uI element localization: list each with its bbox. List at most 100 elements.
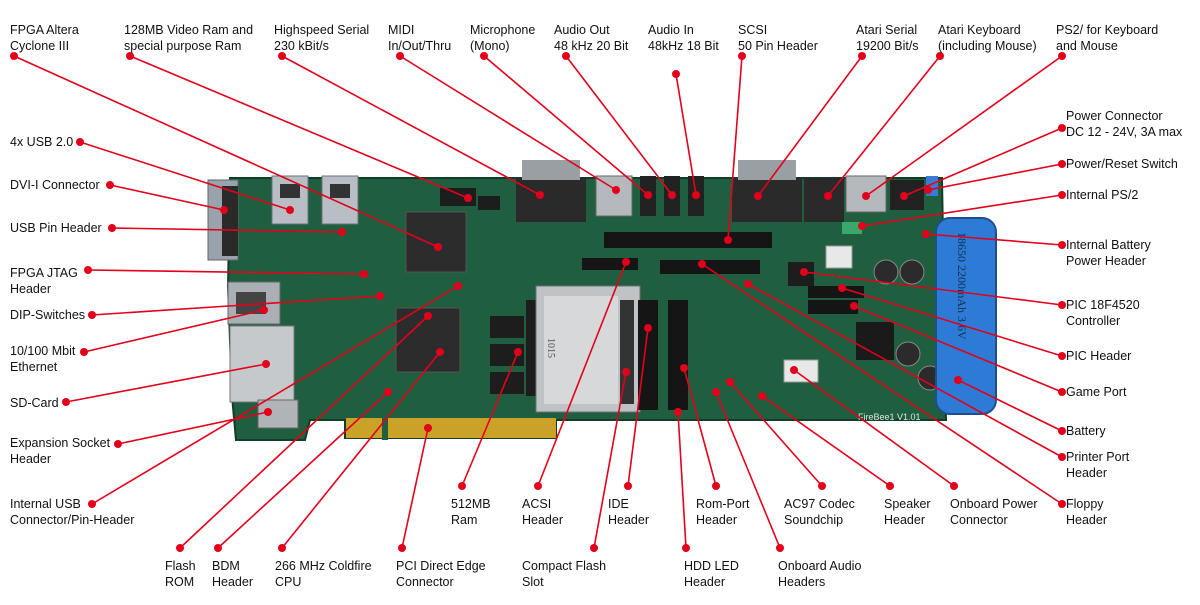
label-mic: Microphone (Mono)	[470, 23, 536, 53]
floppy-header	[808, 300, 858, 314]
leader-dot-int-usb-part	[454, 282, 462, 290]
leader-line-usb4	[79, 141, 291, 211]
leader-dot-battery-label	[1058, 427, 1066, 435]
label-onboard-audio: Onboard Audio Headers	[778, 559, 862, 589]
leader-dot-expansion-part	[264, 408, 272, 416]
leader-dot-fpga-part	[434, 243, 442, 251]
label-video-ram: 128MB Video Ram and special purpose Ram	[124, 23, 254, 53]
leader-dot-ide-part	[644, 324, 652, 332]
leader-dot-pic-header-part	[838, 284, 846, 292]
leader-line-battery	[957, 379, 1063, 432]
label-audio-in: Audio In 48kHz 18 Bit	[648, 23, 719, 53]
leader-dot-internal-ps2-label	[1058, 191, 1066, 199]
label-ps2: PS2/ for Keyboard and Mouse	[1056, 23, 1159, 53]
label-fpga: FPGA Altera Cyclone III	[10, 23, 79, 53]
leader-line-expansion	[117, 411, 269, 445]
leader-dot-ac97-part	[726, 378, 734, 386]
leader-dot-usb4-part	[286, 206, 294, 214]
leader-line-dvi	[109, 184, 225, 211]
leader-dot-bdm-label	[214, 544, 222, 552]
leader-line-bdm	[217, 391, 389, 549]
label-game-port: Game Port	[1066, 385, 1127, 399]
leader-dot-game-port-part	[850, 302, 858, 310]
leader-line-scsi	[727, 55, 743, 241]
label-bdm: BDM Header	[212, 559, 253, 589]
leader-dot-mic-part	[644, 191, 652, 199]
leader-dot-pci-label	[398, 544, 406, 552]
leader-dot-ethernet-part	[260, 306, 268, 314]
leader-dot-batt-header-part	[922, 230, 930, 238]
label-cpu: 266 MHz Coldfire CPU	[275, 559, 372, 589]
leader-dot-hs-serial-label	[278, 52, 286, 60]
leader-dot-midi-label	[396, 52, 404, 60]
label-scsi: SCSI 50 Pin Header	[738, 23, 818, 53]
leader-dot-scsi-part	[724, 236, 732, 244]
leader-dot-flash-part	[424, 312, 432, 320]
label-internal-ps2: Internal PS/2	[1066, 188, 1139, 202]
leader-dot-hdd-led-part	[674, 408, 682, 416]
label-pci: PCI Direct Edge Connector	[396, 559, 486, 589]
leader-line-atari-serial	[757, 55, 863, 197]
printer-header	[808, 286, 864, 298]
leader-line-power-conn	[903, 127, 1063, 197]
leader-line-hs-serial	[281, 55, 541, 196]
expansion-socket	[257, 399, 299, 429]
leader-dot-mic-label	[480, 52, 488, 60]
label-power-conn: Power Connector DC 12 - 24V, 3A max	[1066, 109, 1183, 139]
leader-dot-cpu-label	[278, 544, 286, 552]
atari-serial-connector	[732, 178, 802, 222]
leader-dot-ac97-label	[818, 482, 826, 490]
leader-line-hdd-led	[677, 411, 687, 549]
leader-line-onboard-audio	[715, 391, 781, 549]
usb-connector-1	[271, 175, 309, 225]
leader-dot-dvi-label	[106, 181, 114, 189]
leader-dot-onboard-power-label	[950, 482, 958, 490]
leader-line-dip	[91, 295, 381, 316]
leader-line-sd	[65, 363, 267, 403]
label-cf: Compact Flash Slot	[522, 559, 607, 589]
leader-line-pci	[401, 427, 429, 549]
leader-line-usb-pin	[111, 227, 343, 233]
leader-line-cf	[593, 371, 627, 549]
label-expansion: Expansion Socket Header	[10, 436, 111, 466]
leader-dot-dip-label	[88, 311, 96, 319]
battery-marking: 18650 2200mAh 3.6V	[955, 232, 969, 340]
leader-dot-onboard-audio-part	[712, 388, 720, 396]
leader-dot-power-switch-part	[924, 186, 932, 194]
leader-dot-acsi-part	[622, 258, 630, 266]
leader-dot-jtag-label	[84, 266, 92, 274]
label-floppy: Floppy Header	[1066, 497, 1107, 527]
leader-line-batt-header	[925, 233, 1063, 246]
leader-dot-atari-kbd-part	[824, 192, 832, 200]
leader-dot-scsi-label	[738, 52, 746, 60]
usb-connector-2	[321, 175, 359, 225]
leader-line-rom-port	[683, 367, 717, 487]
leader-dot-batt-header-label	[1058, 241, 1066, 249]
label-printer: Printer Port Header	[1066, 450, 1130, 480]
leader-line-floppy	[701, 263, 1063, 505]
label-usb4: 4x USB 2.0	[10, 135, 74, 149]
leader-dot-video-ram-part	[464, 194, 472, 202]
leader-line-audio-out	[565, 55, 673, 196]
hs-serial-connector	[516, 178, 586, 222]
midi-connector	[595, 175, 633, 217]
leader-dot-usb-pin-label	[108, 224, 116, 232]
leader-dot-pic-part	[800, 268, 808, 276]
leader-line-ac97	[729, 381, 823, 487]
label-pic: PIC 18F4520 Controller	[1066, 298, 1140, 328]
leader-dot-audio-out-part	[668, 191, 676, 199]
label-audio-out: Audio Out 48 kHz 20 Bit	[554, 23, 629, 53]
leader-line-midi	[399, 55, 617, 191]
label-usb-pin: USB Pin Header	[10, 221, 102, 235]
leader-dot-midi-part	[612, 186, 620, 194]
label-sd: SD-Card	[10, 396, 59, 410]
leader-dot-cf-label	[590, 544, 598, 552]
leader-line-ram512	[461, 351, 519, 487]
leader-dot-audio-in-label	[672, 70, 680, 78]
label-rom-port: Rom-Port Header	[696, 497, 750, 527]
label-dip: DIP-Switches	[10, 308, 86, 322]
label-ide: IDE Header	[608, 497, 649, 527]
label-flash: Flash ROM	[165, 559, 196, 589]
leader-dot-hdd-led-label	[682, 544, 690, 552]
leader-lines	[10, 52, 1066, 552]
